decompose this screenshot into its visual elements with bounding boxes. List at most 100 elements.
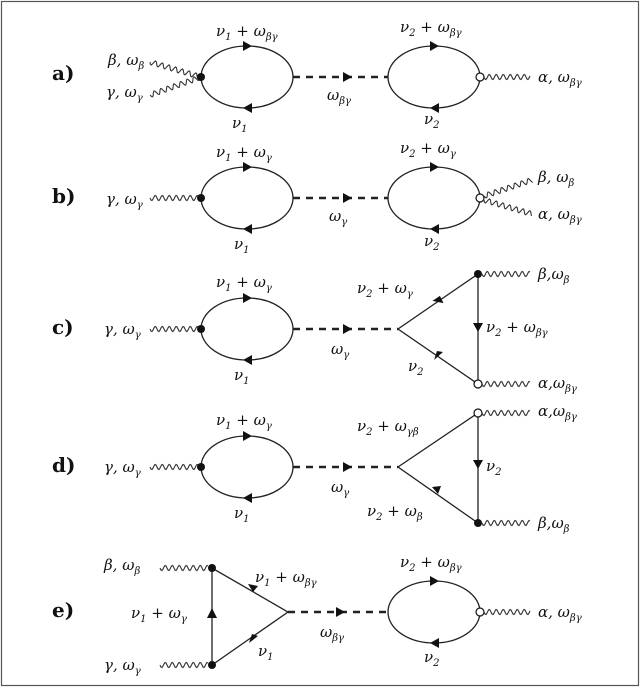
label-a-propagator: ωβγ (327, 86, 351, 107)
label-e-loop2-bottom: ν2 (424, 648, 440, 669)
photon-line-b-gamma (149, 194, 202, 202)
label-c-loop1-top: ν1 + ωγ (216, 273, 272, 294)
photon-line-e-beta (159, 564, 209, 572)
vertex-filled (197, 73, 205, 81)
panel-label-b: b) (52, 184, 75, 208)
photon-line-a-gamma (149, 74, 201, 98)
photon-line-d-beta (481, 519, 531, 527)
arrow-icon (434, 351, 443, 360)
arrow-icon (243, 355, 252, 365)
label-a-out-alpha: α, ωβγ (538, 68, 582, 89)
arrow-icon (207, 608, 217, 618)
label-e-in-beta: β, ωβ (103, 556, 140, 577)
label-d-loop1-top: ν1 + ωγ (216, 411, 272, 432)
vertex-open (475, 72, 485, 82)
vertex-open (475, 607, 485, 617)
label-d-tri-upper: ν2 + ωγβ (357, 417, 419, 438)
panel-a: a) β, ωβ γ, ωγ ν1 + ωβγ ν1 ωβγ ν2 + ωβγ … (52, 18, 582, 135)
label-e-tri-lower: ν1 (258, 642, 274, 663)
arrow-icon (343, 462, 352, 472)
label-a-loop1-top: ν1 + ωβγ (216, 22, 278, 43)
vertex-filled (197, 325, 205, 333)
photon-line-d-alpha (481, 409, 531, 417)
arrow-icon (473, 460, 483, 469)
label-a-loop2-bottom: ν2 (424, 110, 440, 131)
panel-label-a: a) (52, 61, 74, 85)
label-d-propagator: ωγ (331, 478, 349, 499)
vertex-open (473, 408, 483, 418)
arrow-icon (343, 324, 352, 334)
label-a-in-gamma: γ, ωγ (106, 83, 143, 104)
vertex-open (475, 193, 485, 203)
label-c-tri-lower: ν2 (408, 357, 424, 378)
photon-line-c-alpha (481, 380, 531, 388)
arrow-icon (243, 162, 252, 172)
photon-line-a-beta (149, 60, 202, 80)
arrow-icon (430, 638, 439, 648)
label-c-loop1-bottom: ν1 (234, 366, 250, 387)
label-e-propagator: ωβγ (320, 623, 344, 644)
vertex-open (473, 379, 483, 389)
label-b-propagator: ωγ (329, 207, 347, 228)
label-e-tri-left: ν1 + ωγ (131, 604, 187, 625)
arrow-icon (430, 103, 439, 113)
label-b-out-beta: β, ωβ (537, 168, 574, 189)
vertex-filled (197, 194, 205, 202)
arrow-icon (343, 193, 352, 203)
arrow-icon (336, 607, 345, 617)
arrow-icon (430, 162, 439, 172)
label-b-loop2-top: ν2 + ωγ (400, 139, 456, 160)
panel-e: e) β, ωβ γ, ωγ ν1 + ωγ ν1 + ωβγ ν1 ωβγ ν… (52, 553, 582, 677)
photon-line-b-beta (483, 177, 534, 199)
photon-line-b-alpha (483, 198, 532, 217)
label-d-out-beta: β,ωβ (537, 514, 570, 535)
arrow-icon (243, 431, 252, 441)
panel-d: d) γ, ωγ ν1 + ωγ ν1 ωγ ν2 + ωγβ ν2 + ωβ … (52, 402, 577, 535)
arrow-icon (432, 486, 441, 494)
label-b-loop2-bottom: ν2 (424, 232, 440, 253)
label-c-tri-right: ν2 + ωβγ (486, 318, 548, 339)
label-d-tri-lower: ν2 + ωβ (367, 502, 423, 523)
photon-line-d-gamma (149, 463, 202, 471)
arrow-icon (243, 224, 252, 234)
arrow-icon (430, 576, 439, 586)
panel-label-e: e) (52, 598, 74, 622)
label-c-tri-upper: ν2 + ωγ (357, 279, 413, 300)
label-e-out-alpha: α, ωβγ (538, 603, 582, 624)
vertex-filled (474, 519, 482, 527)
arrow-icon (249, 634, 258, 643)
label-d-tri-right: ν2 (486, 457, 502, 478)
arrow-icon (243, 493, 252, 503)
label-b-loop1-bottom: ν1 (234, 235, 250, 256)
label-b-in-gamma: γ, ωγ (106, 190, 143, 211)
label-d-loop1-bottom: ν1 (234, 504, 250, 525)
arrow-icon (343, 72, 352, 82)
arrow-icon (248, 584, 258, 592)
vertex-filled (208, 661, 216, 669)
photon-line-c-gamma (149, 325, 202, 333)
photon-line-c-beta (481, 270, 531, 278)
label-c-propagator: ωγ (331, 340, 349, 361)
photon-line-e-gamma (159, 661, 209, 669)
label-b-loop1-top: ν1 + ωγ (216, 143, 272, 164)
arrow-icon (243, 103, 252, 113)
label-a-in-beta: β, ωβ (107, 51, 144, 72)
label-a-loop2-top: ν2 + ωβγ (400, 18, 462, 39)
vertex-filled (474, 270, 482, 278)
label-a-loop1-bottom: ν1 (232, 114, 248, 135)
panel-c: c) γ, ωγ ν1 + ωγ ν1 ωγ ν2 + ωγ ν2 ν2 + ω… (52, 265, 577, 395)
label-e-tri-upper: ν1 + ωβγ (255, 568, 317, 589)
label-e-in-gamma: γ, ωγ (104, 656, 141, 677)
arrow-icon (430, 41, 439, 51)
arrow-icon (432, 295, 444, 304)
arrow-icon (243, 293, 252, 303)
label-d-in-gamma: γ, ωγ (104, 458, 141, 479)
arrow-icon (430, 224, 439, 234)
panel-b: b) γ, ωγ ν1 + ωγ ν1 ωγ ν2 + ωγ ν2 β, ωβ … (52, 139, 582, 256)
label-b-out-alpha: α, ωβγ (538, 205, 582, 226)
arrow-icon (243, 41, 252, 51)
arrow-icon (473, 323, 483, 332)
vertex-filled (208, 564, 216, 572)
panel-label-d: d) (52, 453, 75, 477)
